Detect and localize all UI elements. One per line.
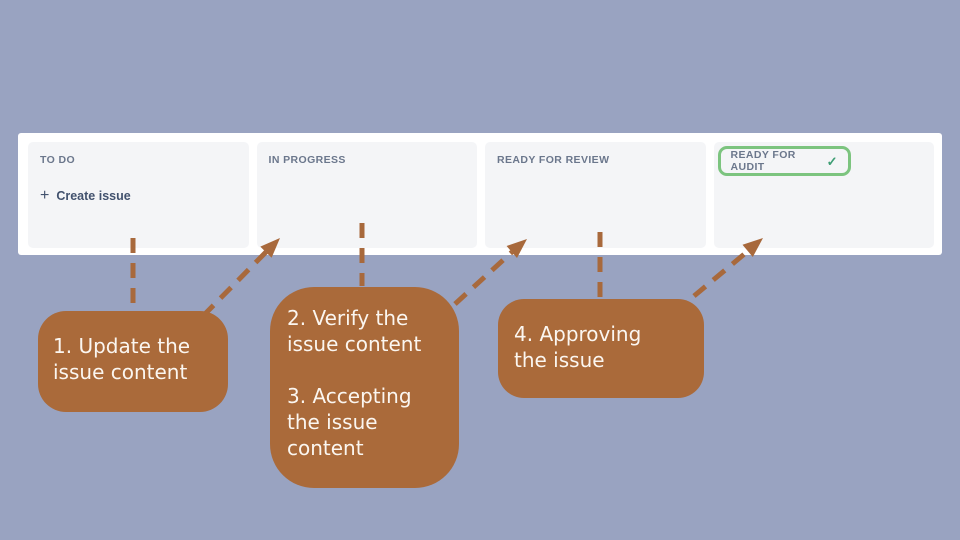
callout-approving: 4. Approving the issue — [498, 299, 704, 398]
column-title-ready-for-audit: READY FOR AUDIT — [730, 149, 796, 173]
check-icon: ✓ — [826, 153, 838, 169]
column-title-ready-for-review: READY FOR REVIEW — [497, 154, 610, 166]
board-column-ready-for-audit: READY FOR AUDIT ✓ — [713, 142, 934, 248]
arrow-ready-for-audit-line — [692, 249, 750, 298]
board-column-in-progress: IN PROGRESS — [256, 142, 477, 248]
callout-update-issue: 1. Update the issue content — [38, 311, 228, 412]
column-title-todo: TO DO — [40, 154, 76, 166]
board-column-todo: TO DO + Create issue — [28, 142, 249, 248]
audit-highlight-badge: READY FOR AUDIT ✓ — [717, 146, 851, 176]
arrow-ready-for-review-line — [453, 250, 514, 306]
board-column-ready-for-review: READY FOR REVIEW — [485, 142, 706, 248]
arrow-in-progress-line — [201, 250, 268, 318]
plus-icon: + — [40, 187, 50, 204]
callout-verify-accept: 2. Verify the issue content 3. Accepting… — [270, 287, 459, 488]
create-issue-label: Create issue — [56, 189, 131, 203]
kanban-board: TO DO + Create issue IN PROGRESS READY F… — [18, 133, 942, 255]
column-title-in-progress: IN PROGRESS — [268, 154, 346, 166]
create-issue-button[interactable]: + Create issue — [40, 187, 237, 204]
